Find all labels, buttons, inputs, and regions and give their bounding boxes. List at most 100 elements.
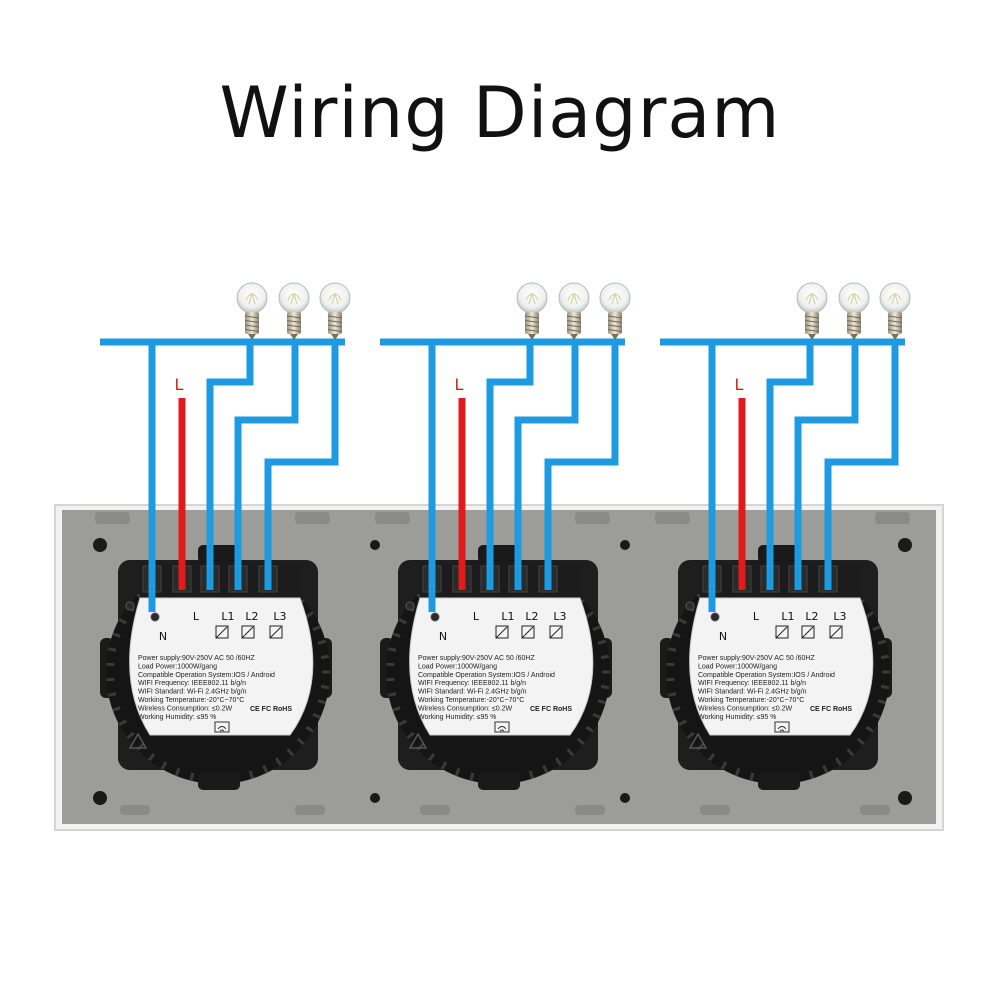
module-ring-tick [672, 706, 681, 712]
module-ring-tick [846, 748, 855, 757]
module-ring-tick [554, 757, 562, 766]
module-ring-tick [576, 737, 585, 746]
bulb-thread [286, 320, 302, 323]
spec-label-card [689, 597, 874, 736]
spec-line: Working Humidity: ≤95 % [698, 714, 776, 721]
module-ring-tick [317, 639, 327, 645]
module-ring-tick [668, 647, 677, 652]
switch-symbol-box [241, 625, 255, 639]
module-ring-tick [286, 748, 295, 757]
module-ring-tick [865, 725, 874, 733]
module-ring-tick [856, 737, 865, 746]
live-label: L [735, 375, 744, 394]
module-ring-tick [296, 737, 305, 746]
bulb-thread [327, 329, 343, 332]
bulb-thread [846, 329, 862, 332]
module-bottom-tab [758, 772, 800, 790]
live-label: L [175, 375, 184, 394]
terminal-l2-label: L2 [525, 610, 538, 623]
bulb-thread [327, 324, 343, 328]
module-ring-tick [865, 611, 874, 619]
module-ring-tick [108, 647, 117, 652]
switch-symbol-icon [521, 625, 535, 639]
wifi-icon-box [214, 721, 230, 733]
bulb-filament [608, 291, 622, 305]
module-screw [125, 601, 135, 611]
bulb-icon [516, 282, 548, 340]
switch-symbol-lever [495, 626, 508, 639]
spec-line: Working Temperature:-20°C~70°C [418, 696, 524, 704]
spec-line: Working Humidity: ≤95 % [138, 714, 216, 721]
switch-symbol-icon [495, 625, 509, 639]
wifi-icon-waves [217, 726, 227, 732]
bulb-thread [566, 315, 582, 319]
switch-symbol-box [215, 625, 229, 639]
wires: L [100, 338, 345, 612]
bulb-filament [805, 291, 819, 305]
bulb-thread [804, 320, 820, 323]
module-ring-tick [320, 684, 330, 690]
module-screw [405, 601, 415, 611]
spec-line: Load Power:1000W/gang [698, 663, 777, 670]
module-ring-tick [262, 764, 269, 774]
bulb-tip [331, 334, 339, 340]
bulb-thread [244, 320, 260, 323]
module-screw [150, 612, 160, 622]
bulb-thread [887, 329, 903, 332]
spec-line: WIFI Standard: Wi-Fi 2.4GHz b/g/n [418, 689, 527, 696]
module-ring-tick [317, 699, 327, 705]
module-ring-tick [388, 647, 397, 652]
module-top-tab [478, 545, 520, 563]
switch-symbol-icon [269, 625, 283, 639]
l3-wire [824, 342, 899, 590]
module-ring-tick [678, 618, 687, 625]
bulb-glass [236, 282, 268, 314]
switch-symbol-box [269, 625, 283, 639]
module-ring-tick [320, 654, 330, 660]
bulb-glass [796, 282, 828, 314]
bulb-thread [804, 329, 820, 332]
switch-symbol-box [829, 625, 843, 639]
module-ring-tick [454, 767, 461, 777]
module-ring-tick [440, 761, 448, 770]
spec-line: WIFI Standard: Wi-Fi 2.4GHz b/g/n [698, 689, 807, 696]
wifi-icon [774, 721, 790, 733]
module-ring-tick [160, 761, 168, 770]
module-ring-tick [469, 772, 475, 782]
terminal-l2-label: L2 [245, 610, 258, 623]
certification-marks: CE FC RoHS [530, 706, 572, 713]
module-ring-tick [108, 692, 117, 697]
recycle-icon [688, 732, 708, 749]
spec-line: Power supply:90V-250V AC 50 /60HZ [138, 655, 255, 662]
terminal-n-label: N [439, 630, 447, 643]
module-ring-tick [388, 692, 397, 697]
bulb-thread [524, 329, 540, 332]
bulb-thread [524, 320, 540, 323]
bulb-thread [804, 324, 820, 328]
terminal-l1-label: L1 [781, 610, 794, 623]
bulb-thread [327, 320, 343, 323]
certification-marks: CE FC RoHS [250, 706, 292, 713]
certification-marks: CE FC RoHS [810, 706, 852, 713]
module-ring-tick [392, 632, 401, 638]
module-ring-tick [678, 719, 687, 726]
module-ring-tick [312, 625, 321, 632]
module-screw [430, 612, 440, 622]
module-ring-tick [398, 618, 407, 625]
module-ring-tick [305, 725, 314, 733]
module-ring-tick [118, 719, 127, 726]
terminal-l1-label: L1 [501, 610, 514, 623]
l1-wire [486, 342, 534, 590]
module-ring-tick [720, 761, 728, 770]
spec-line: Working Temperature:-20°C~70°C [698, 696, 804, 704]
bulb-icon [838, 282, 870, 340]
module-ring-tick [126, 731, 135, 740]
module-ring-tick [406, 731, 415, 740]
bulb-thread [607, 315, 623, 319]
bulb-thread [524, 324, 540, 328]
spec-line: WIFI Frequency: IEEE802.11 b/g/n [138, 680, 246, 687]
module-ring-tick [749, 772, 755, 782]
